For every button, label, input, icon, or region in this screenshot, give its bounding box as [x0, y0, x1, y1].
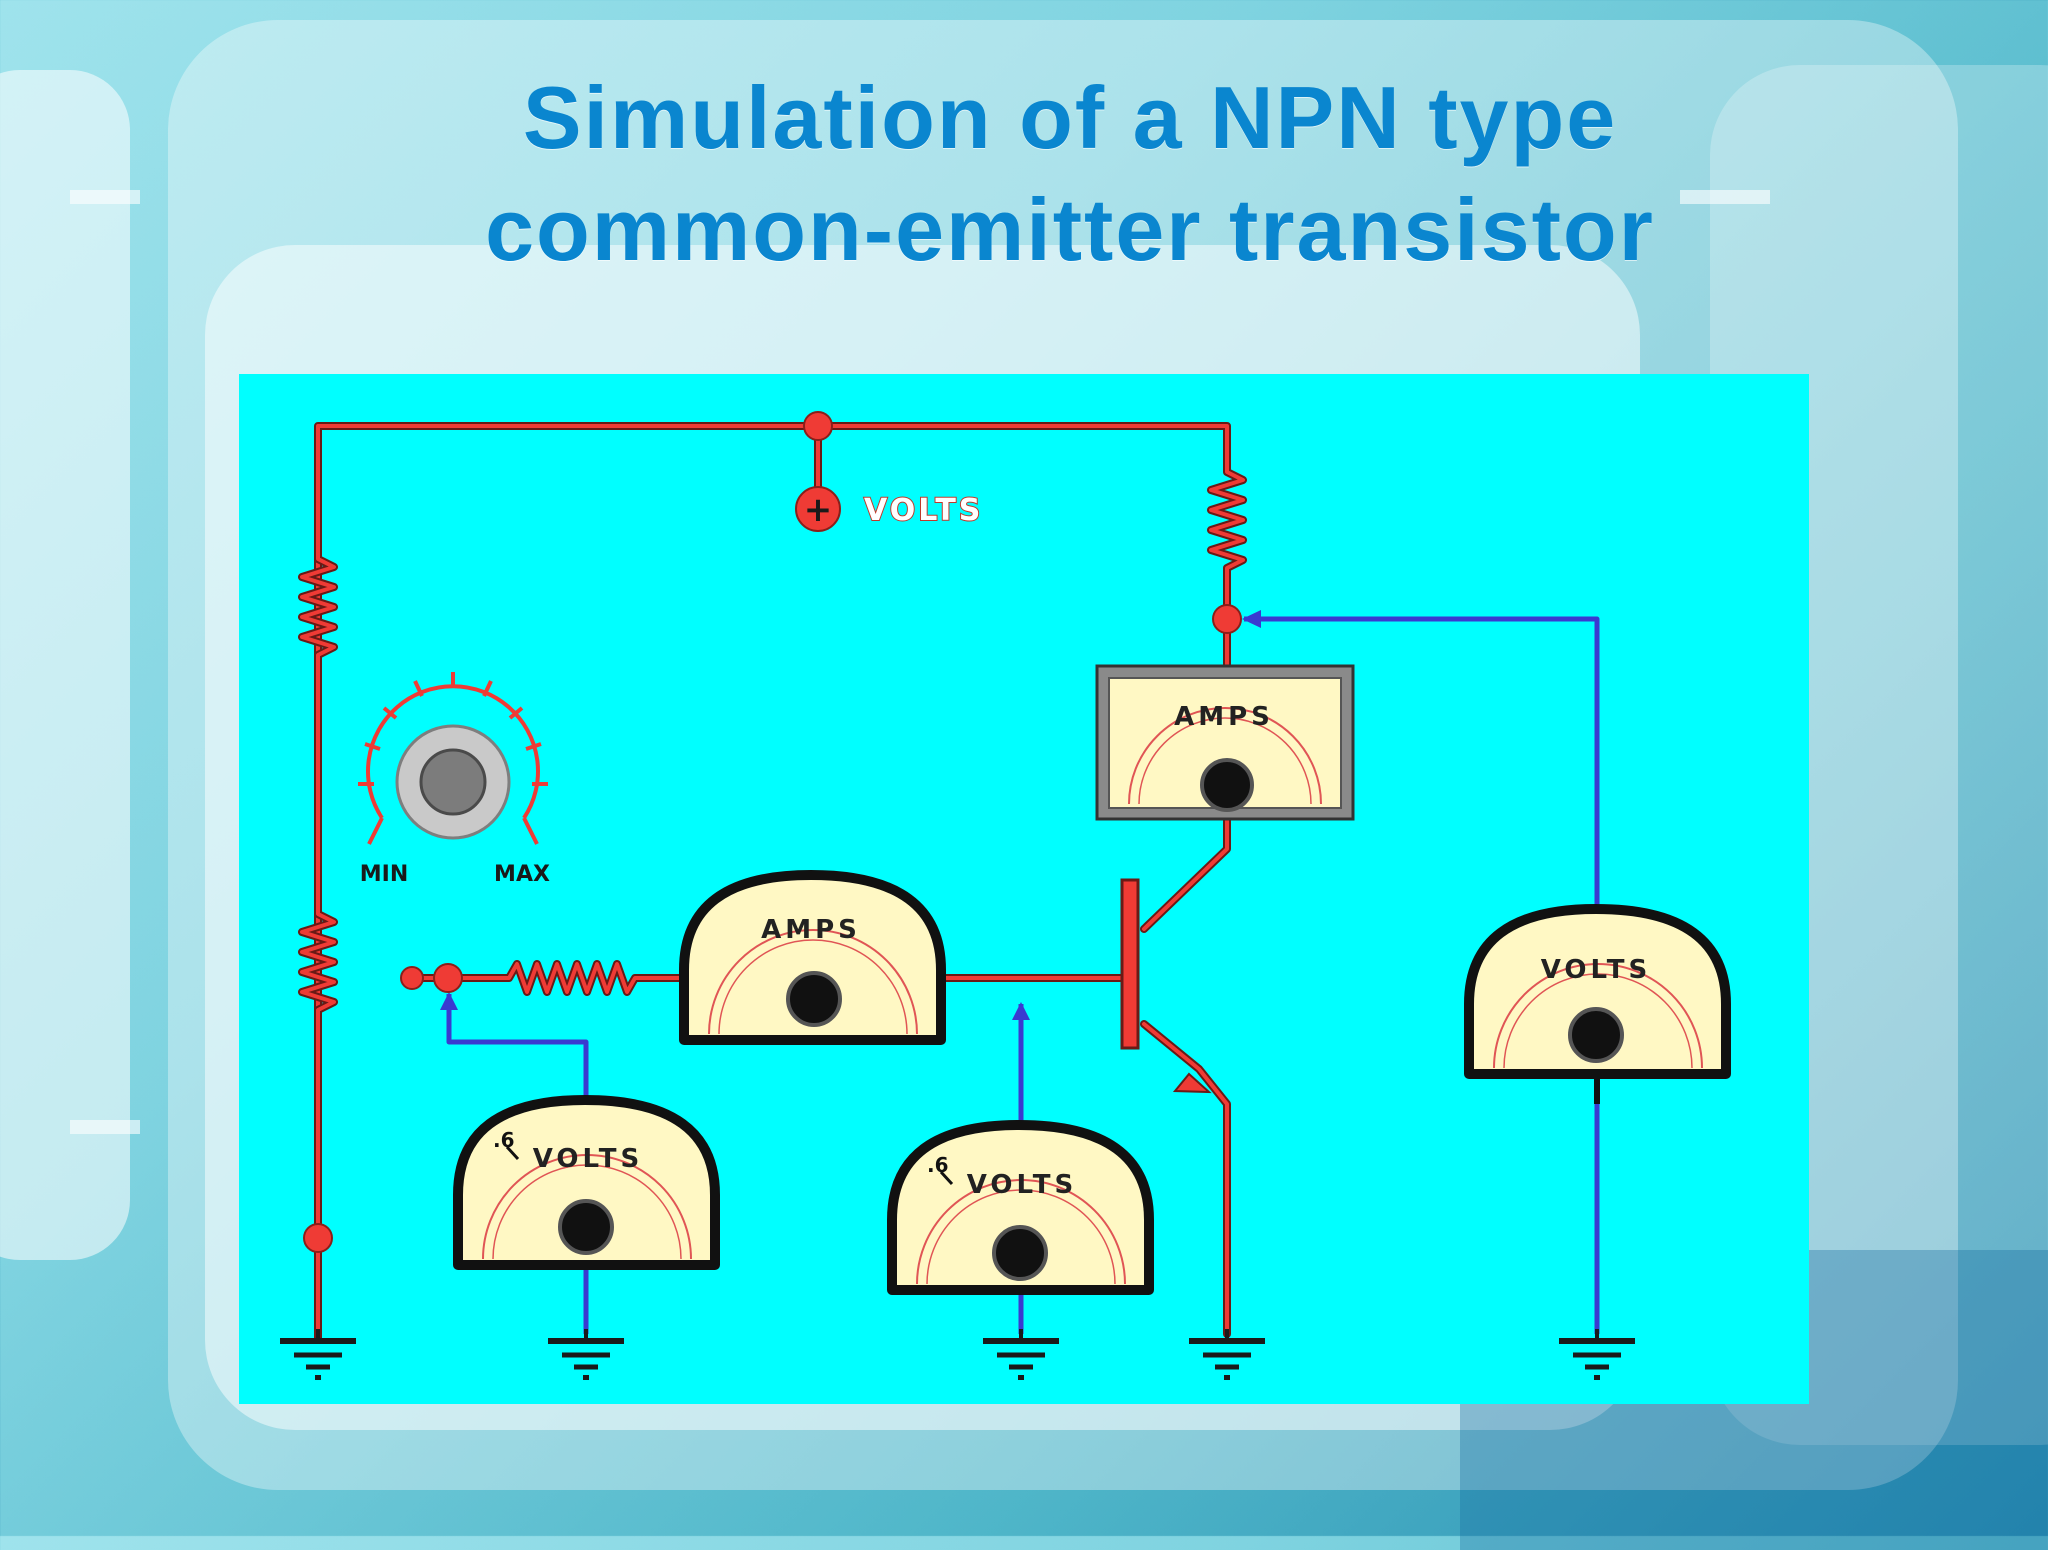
background-panel-left [0, 70, 130, 1260]
meter-label: VOLTS [967, 1170, 1078, 1200]
base-ammeter: AMPS [679, 870, 946, 1045]
needle-pointer [939, 1170, 954, 1186]
knob-max-label: MAX [494, 862, 550, 887]
plus-icon: + [804, 490, 833, 530]
transistor-icon [1120, 878, 1212, 1094]
meter-label: VOLTS [533, 1144, 644, 1174]
knob-icon[interactable]: MIN MAX [358, 672, 550, 887]
ground-icon [280, 1329, 356, 1380]
supply-label: VOLTS [864, 493, 983, 528]
needle-icon [1568, 1007, 1624, 1063]
junction-nodes [303, 411, 1242, 1253]
simulation-panel[interactable]: + VOLTS MIN MAX AMPS [239, 374, 1809, 1404]
base-voltmeter: .6 VOLTS [887, 1120, 1154, 1295]
input-voltmeter: .6 VOLTS [453, 1095, 720, 1270]
decor-bar [70, 1120, 140, 1134]
ground-icon [1559, 1329, 1635, 1380]
title-line-1: Simulation of a NPN type [522, 68, 1618, 167]
ground-icon [1189, 1329, 1265, 1380]
slide-title: Simulation of a NPN type common-emitter … [250, 62, 1890, 286]
needle-pointer [505, 1145, 520, 1161]
meter-label: VOLTS [1541, 955, 1652, 985]
black-wire [1594, 1074, 1600, 1104]
circuit-diagram: + VOLTS MIN MAX AMPS [239, 411, 1731, 1404]
needle-icon [992, 1225, 1048, 1281]
scale-mark: .6 [927, 1153, 949, 1177]
red-wires [314, 422, 1231, 1343]
resistor-icon [298, 462, 1247, 1074]
collector-ammeter: AMPS [1095, 664, 1355, 821]
meter-label: AMPS [761, 915, 861, 945]
needle-icon [1200, 758, 1254, 812]
title-line-2: common-emitter transistor [485, 180, 1655, 279]
needle-icon [786, 971, 842, 1027]
decor-bar [1680, 190, 1770, 204]
arrow-icon [440, 610, 1261, 1020]
knob-min-label: MIN [360, 862, 409, 887]
collector-voltmeter: VOLTS [1464, 904, 1731, 1079]
ground-icon [983, 1329, 1059, 1380]
ground-icon [548, 1329, 624, 1380]
decor-bar [70, 190, 140, 204]
meter-label: AMPS [1174, 702, 1274, 732]
needle-icon [558, 1199, 614, 1255]
scale-mark: .6 [493, 1128, 515, 1152]
supply-terminal[interactable]: + VOLTS [795, 486, 983, 532]
